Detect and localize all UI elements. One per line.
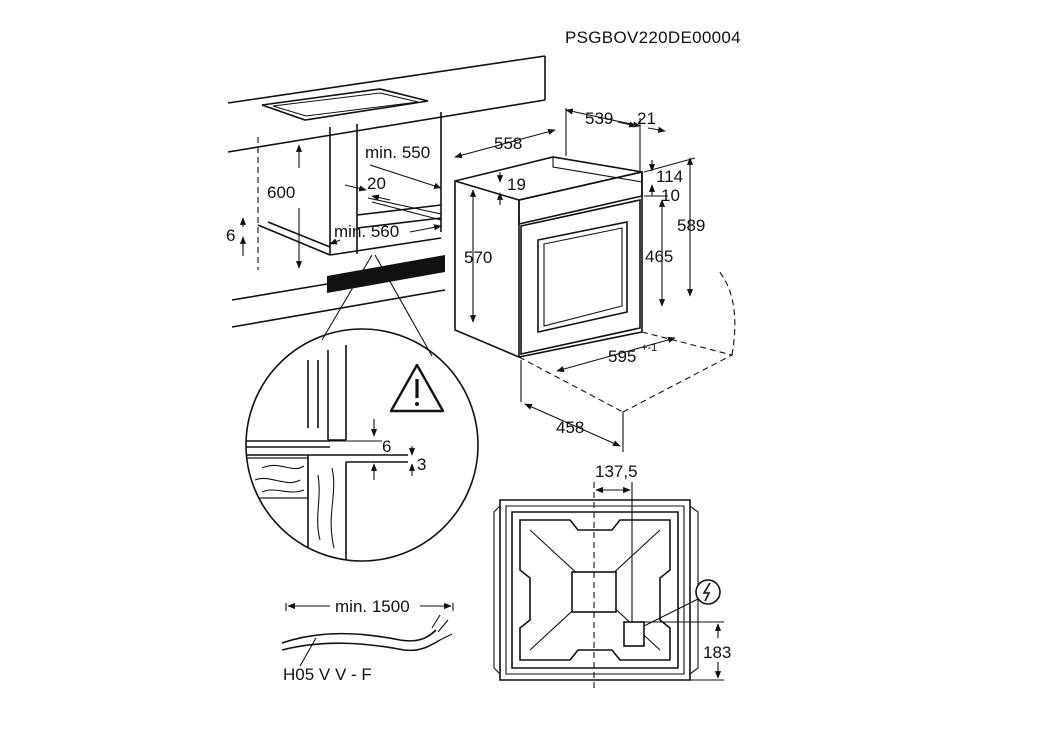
hob-outline <box>261 88 429 121</box>
warning-triangle-icon <box>389 363 445 413</box>
oven-back-view <box>493 482 724 690</box>
detail-dim-3: 3 <box>417 455 426 474</box>
dim-114: 114 <box>656 167 683 186</box>
dim-589: 589 <box>677 216 705 235</box>
dim-183: 183 <box>703 643 731 662</box>
power-terminal-box <box>623 621 645 647</box>
dim-458: 458 <box>556 418 584 437</box>
dim-20: 20 <box>367 174 386 193</box>
power-connection-icon <box>695 579 721 605</box>
dim-min-550: min. 550 <box>365 143 430 162</box>
cabinet-drawing <box>227 55 546 328</box>
dim-595: 595 <box>608 347 636 366</box>
dim-19: 19 <box>507 175 526 194</box>
cable-drawing <box>281 602 454 667</box>
detail-dim-6: 6 <box>382 437 391 456</box>
dim-10: 10 <box>661 186 680 205</box>
detail-circle <box>245 328 479 562</box>
oven-window <box>537 221 628 333</box>
dim-137-5: 137,5 <box>595 462 638 481</box>
dim-558: 558 <box>494 134 522 153</box>
dim-min-1500: min. 1500 <box>335 597 410 616</box>
dim-21: 21 <box>637 109 656 128</box>
dim-6: 6 <box>226 226 235 245</box>
dim-465: 465 <box>645 247 673 266</box>
dim-600: 600 <box>267 183 295 202</box>
dim-539: 539 <box>585 109 613 128</box>
dim-595-tolerance: +-1 <box>641 342 657 354</box>
detail-view <box>245 328 479 562</box>
oven-drawing <box>454 108 736 452</box>
dim-570: 570 <box>464 248 492 267</box>
document-code: PSGBOV220DE00004 <box>565 28 741 47</box>
cable-type-label: H05 V V - F <box>283 665 372 684</box>
dim-min-560: min. 560 <box>334 222 399 241</box>
